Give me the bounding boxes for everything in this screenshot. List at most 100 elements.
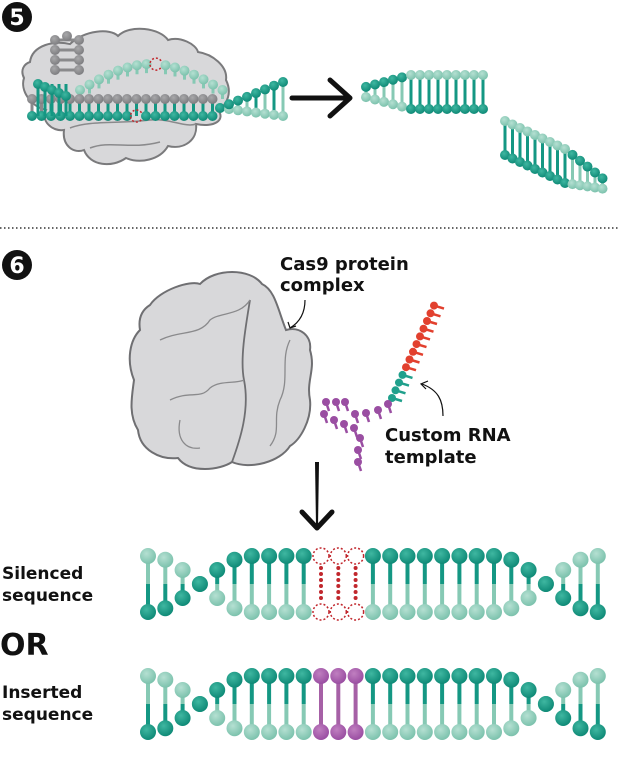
base-pair xyxy=(140,668,156,740)
nucleotide xyxy=(486,604,502,620)
deleted-base-dot xyxy=(353,584,358,588)
nucleotide xyxy=(382,604,399,620)
nucleotide xyxy=(112,111,123,121)
base-pair xyxy=(261,668,278,740)
nucleotide xyxy=(379,96,389,107)
nucleotide xyxy=(217,85,228,95)
nucleotide xyxy=(226,671,243,688)
nucleotide xyxy=(590,167,600,178)
base-pair xyxy=(537,576,554,592)
base-pair xyxy=(243,548,260,620)
deleted-base-dot xyxy=(319,590,323,594)
nucleotide xyxy=(157,551,174,568)
nucleotide xyxy=(174,710,191,726)
nucleotide xyxy=(537,696,554,712)
nucleotide xyxy=(567,149,578,160)
nucleotide xyxy=(460,70,470,80)
nucleotide xyxy=(140,668,156,684)
nucleotide xyxy=(174,562,191,578)
nucleotide xyxy=(191,696,208,712)
step-5-number: 5 xyxy=(9,6,24,31)
nucleotide xyxy=(520,682,537,698)
nucleotide xyxy=(597,173,608,184)
nucleotide xyxy=(433,104,443,114)
rna-nucleotide xyxy=(419,324,428,333)
nucleotide xyxy=(500,150,510,160)
nucleotide xyxy=(382,724,399,740)
nucleotide xyxy=(361,81,371,92)
nucleotide xyxy=(468,668,485,684)
guide-nucleotide xyxy=(169,94,180,104)
base-pair xyxy=(295,668,312,740)
nucleotide xyxy=(295,604,312,620)
nucleotide xyxy=(399,724,416,740)
nucleotide xyxy=(515,157,525,167)
nucleotide xyxy=(406,104,416,114)
rna-label-line2: template xyxy=(385,447,477,468)
nucleotide xyxy=(361,92,371,103)
nucleotide xyxy=(434,604,451,620)
base-pair xyxy=(503,551,520,617)
nucleotide xyxy=(434,668,451,684)
guide-nucleotide xyxy=(207,94,218,104)
nucleotide xyxy=(520,590,537,606)
nucleotide xyxy=(478,70,488,80)
nucleotide xyxy=(486,548,502,564)
cas9-protein-complex xyxy=(128,271,313,470)
base-pair xyxy=(382,548,399,620)
nucleotide xyxy=(198,111,208,121)
nucleotide xyxy=(150,111,161,121)
guide-nucleotide xyxy=(141,94,151,104)
rna-nucleotide xyxy=(50,55,60,65)
nucleotide xyxy=(243,548,260,564)
nucleotide xyxy=(157,600,174,617)
rna-nucleotide xyxy=(391,386,400,395)
protein-fold-line xyxy=(269,339,291,447)
base-pair xyxy=(589,548,606,620)
nucleotide xyxy=(169,111,180,121)
nucleotide xyxy=(27,111,37,121)
nucleotide xyxy=(416,724,433,740)
nucleotide xyxy=(567,179,578,190)
deleted-nucleotide xyxy=(329,603,348,621)
base-pair xyxy=(347,668,364,740)
rna-label-line1: Custom RNA xyxy=(385,425,511,446)
nucleotide xyxy=(415,104,425,114)
deleted-base-dot xyxy=(319,596,323,600)
inserted-label-line1: Inserted xyxy=(2,683,82,703)
nucleotide xyxy=(399,548,416,564)
rna-nucleotide xyxy=(416,332,424,341)
base-pair xyxy=(157,671,174,737)
nucleotide xyxy=(295,724,312,740)
nucleotide xyxy=(84,111,94,121)
nucleotide xyxy=(295,668,312,684)
nucleotide xyxy=(451,548,468,564)
rna-nucleotide xyxy=(423,317,431,325)
nucleotide xyxy=(160,111,170,121)
rna-nucleotide xyxy=(402,363,410,372)
inserted-label-line2: sequence xyxy=(2,705,93,725)
nucleotide xyxy=(189,69,199,80)
rna-nucleotide xyxy=(426,309,435,318)
rna-nucleotide xyxy=(430,301,438,310)
nucleotide xyxy=(503,551,520,568)
deleted-nucleotide xyxy=(329,547,348,565)
base-pair xyxy=(399,548,416,620)
nucleotide xyxy=(486,668,502,684)
nucleotide xyxy=(424,104,434,114)
silenced-label-line2: sequence xyxy=(2,586,93,606)
nucleotide xyxy=(260,108,270,119)
nucleotide xyxy=(416,668,433,684)
step-6-number: 6 xyxy=(9,254,24,279)
deleted-nucleotide xyxy=(312,603,330,621)
deleted-base-dot xyxy=(319,566,323,570)
guide-nucleotide xyxy=(188,94,199,104)
nucleotide xyxy=(522,160,533,171)
nucleotide xyxy=(589,604,606,620)
nucleotide xyxy=(61,91,71,101)
rna-nucleotide xyxy=(340,420,348,428)
nucleotide xyxy=(433,70,443,80)
nucleotide xyxy=(260,84,270,95)
base-pair xyxy=(226,551,243,617)
nucleotide xyxy=(503,720,520,737)
